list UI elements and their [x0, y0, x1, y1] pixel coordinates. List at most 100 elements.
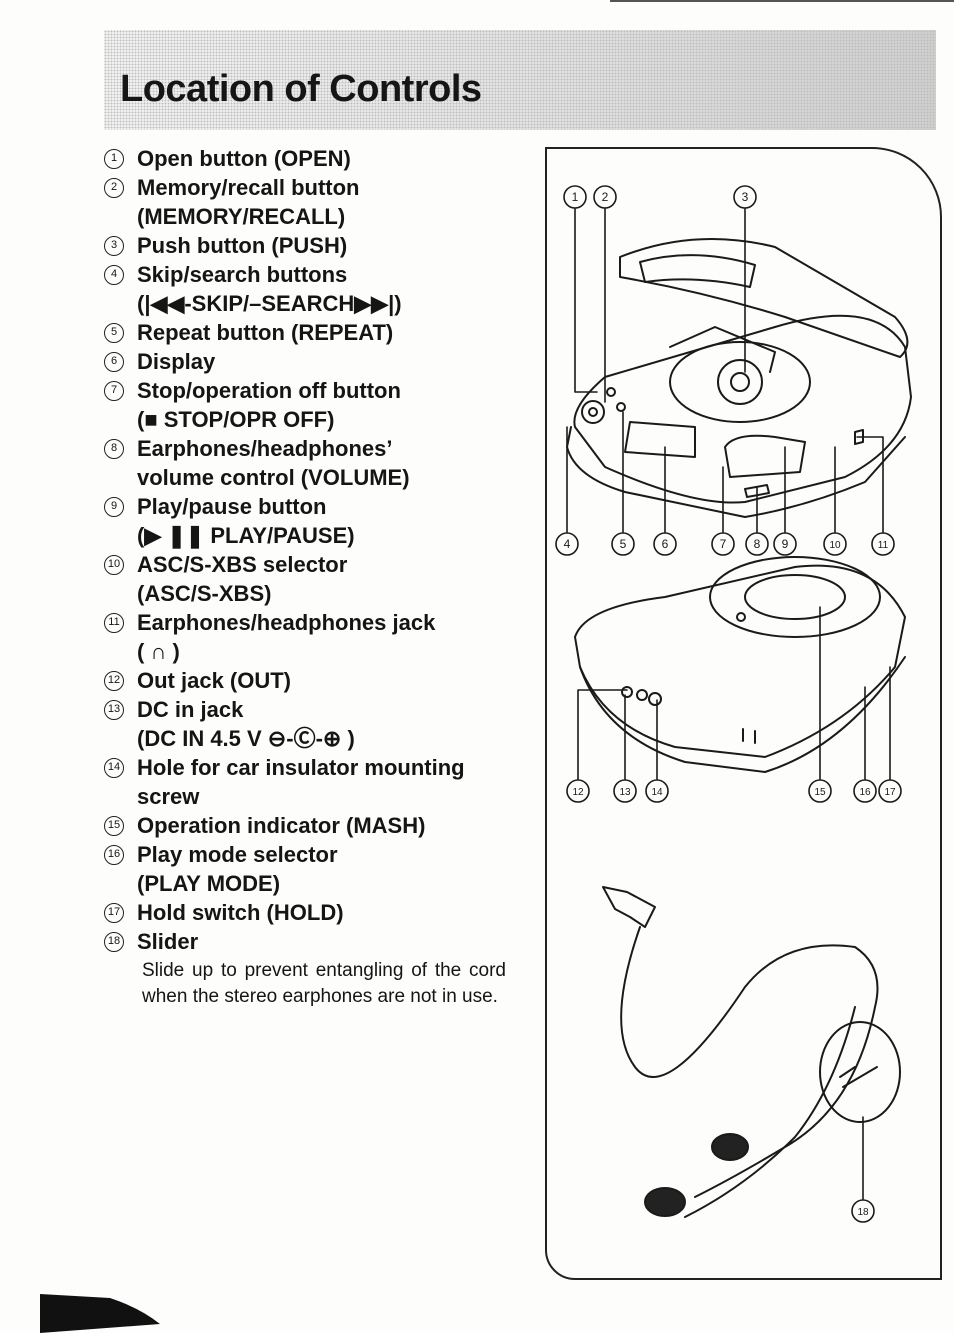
callout-1: 1 — [563, 185, 587, 209]
control-number: 10 — [104, 555, 124, 575]
callout-leader-lines — [566, 208, 891, 1200]
control-item-15: 15 Operation indicator (MASH) — [104, 811, 524, 840]
svg-text:1: 1 — [572, 190, 579, 204]
control-label-cont: (|◀◀-SKIP/–SEARCH▶▶|) — [137, 291, 402, 316]
cd-player-bottom-view — [574, 556, 906, 773]
svg-text:4: 4 — [564, 537, 571, 551]
control-label: Slider — [137, 929, 199, 954]
control-label-cont: ( ∩ ) — [137, 639, 180, 664]
control-item-6: 6 Display — [104, 347, 524, 376]
callout-12: 12 — [566, 779, 590, 803]
control-label: Skip/search buttons — [137, 262, 348, 287]
control-number: 3 — [104, 236, 124, 256]
control-label: DC in jack — [137, 697, 244, 722]
control-label-cont: (PLAY MODE) — [137, 871, 281, 896]
svg-text:18: 18 — [857, 1207, 869, 1218]
title-band — [104, 30, 936, 130]
control-item-11: 11 Earphones/headphones jack ( ∩ ) — [104, 608, 524, 666]
controls-list: 1 Open button (OPEN) 2 Memory/recall button… — [104, 144, 524, 1010]
control-label: Stop/operation off button — [137, 378, 401, 403]
control-label: Earphones/headphones jack — [137, 610, 436, 635]
callout-9: 9 — [773, 532, 797, 556]
control-item-17: 17 Hold switch (HOLD) — [104, 898, 524, 927]
control-label: Open button (OPEN) — [137, 146, 351, 171]
control-number: 17 — [104, 903, 124, 923]
control-item-16: 16 Play mode selector (PLAY MODE) — [104, 840, 524, 898]
control-label: Memory/recall button — [137, 175, 360, 200]
control-label-cont: screw — [137, 784, 200, 809]
control-label-cont: (ASC/S-XBS) — [137, 581, 272, 606]
callout-18: 18 — [851, 1199, 875, 1223]
control-label: Operation indicator (MASH) — [137, 813, 426, 838]
control-number: 11 — [104, 613, 124, 633]
callout-15: 15 — [808, 779, 832, 803]
control-label-cont: (MEMORY/RECALL) — [137, 204, 346, 229]
svg-text:3: 3 — [742, 190, 749, 204]
callout-7: 7 — [711, 532, 735, 556]
callout-8: 8 — [745, 532, 769, 556]
earphones-illustration — [602, 886, 901, 1218]
control-number: 15 — [104, 816, 124, 836]
svg-text:5: 5 — [620, 537, 627, 551]
control-number: 2 — [104, 178, 124, 198]
callout-14: 14 — [645, 779, 669, 803]
svg-text:8: 8 — [754, 537, 761, 551]
control-item-1: 1 Open button (OPEN) — [104, 144, 524, 173]
callout-17: 17 — [878, 779, 902, 803]
control-item-4: 4 Skip/search buttons (|◀◀-SKIP/–SEARCH▶▶|… — [104, 260, 524, 318]
svg-text:16: 16 — [859, 787, 871, 798]
svg-text:15: 15 — [814, 787, 826, 798]
control-item-7: 7 Stop/operation off button (■ STOP/OPR OF… — [104, 376, 524, 434]
control-label: Out jack (OUT) — [137, 668, 292, 693]
control-number: 9 — [104, 497, 124, 517]
control-item-2: 2 Memory/recall button (MEMORY/RECALL) — [104, 173, 524, 231]
control-item-3: 3 Push button (PUSH) — [104, 231, 524, 260]
control-label: Push button (PUSH) — [137, 233, 348, 258]
page-corner-mark — [40, 1294, 160, 1333]
control-number: 4 — [104, 265, 124, 285]
control-number: 14 — [104, 758, 124, 778]
callout-16: 16 — [853, 779, 877, 803]
svg-text:6: 6 — [662, 537, 669, 551]
control-number: 7 — [104, 381, 124, 401]
callout-3: 3 — [733, 185, 757, 209]
control-number: 16 — [104, 845, 124, 865]
control-label: Repeat button (REPEAT) — [137, 320, 394, 345]
control-label: Play mode selector — [137, 842, 338, 867]
svg-text:2: 2 — [602, 190, 609, 204]
control-label: Display — [137, 349, 216, 374]
control-label-cont: (DC IN 4.5 V ⊖-Ⓒ-⊕ ) — [137, 726, 355, 751]
control-number: 6 — [104, 352, 124, 372]
svg-text:7: 7 — [720, 537, 727, 551]
svg-text:9: 9 — [782, 537, 789, 551]
control-number: 13 — [104, 700, 124, 720]
callout-10: 10 — [823, 532, 847, 556]
control-label: Hold switch (HOLD) — [137, 900, 344, 925]
callout-13: 13 — [613, 779, 637, 803]
callout-11: 11 — [871, 532, 895, 556]
control-number: 1 — [104, 149, 124, 169]
page-title: Location of Controls — [120, 68, 482, 110]
control-label: Earphones/headphones’ — [137, 436, 393, 461]
svg-text:10: 10 — [829, 540, 841, 551]
callout-5: 5 — [611, 532, 635, 556]
slider-note: Slide up to prevent entangling of the co… — [142, 960, 506, 1007]
cd-player-top-view — [566, 238, 912, 518]
callout-4: 4 — [555, 532, 579, 556]
control-item-13: 13 DC in jack (DC IN 4.5 V ⊖-Ⓒ-⊕ ) — [104, 695, 524, 753]
control-label-cont: volume control (VOLUME) — [137, 465, 410, 490]
control-label-cont: (▶ ❚❚ PLAY/PAUSE) — [137, 523, 355, 548]
top-rule — [610, 0, 954, 2]
figure-frame — [545, 147, 942, 1280]
svg-text:14: 14 — [651, 787, 663, 798]
svg-text:11: 11 — [878, 540, 889, 551]
svg-text:13: 13 — [619, 787, 631, 798]
control-label-cont: (■ STOP/OPR OFF) — [137, 407, 335, 432]
